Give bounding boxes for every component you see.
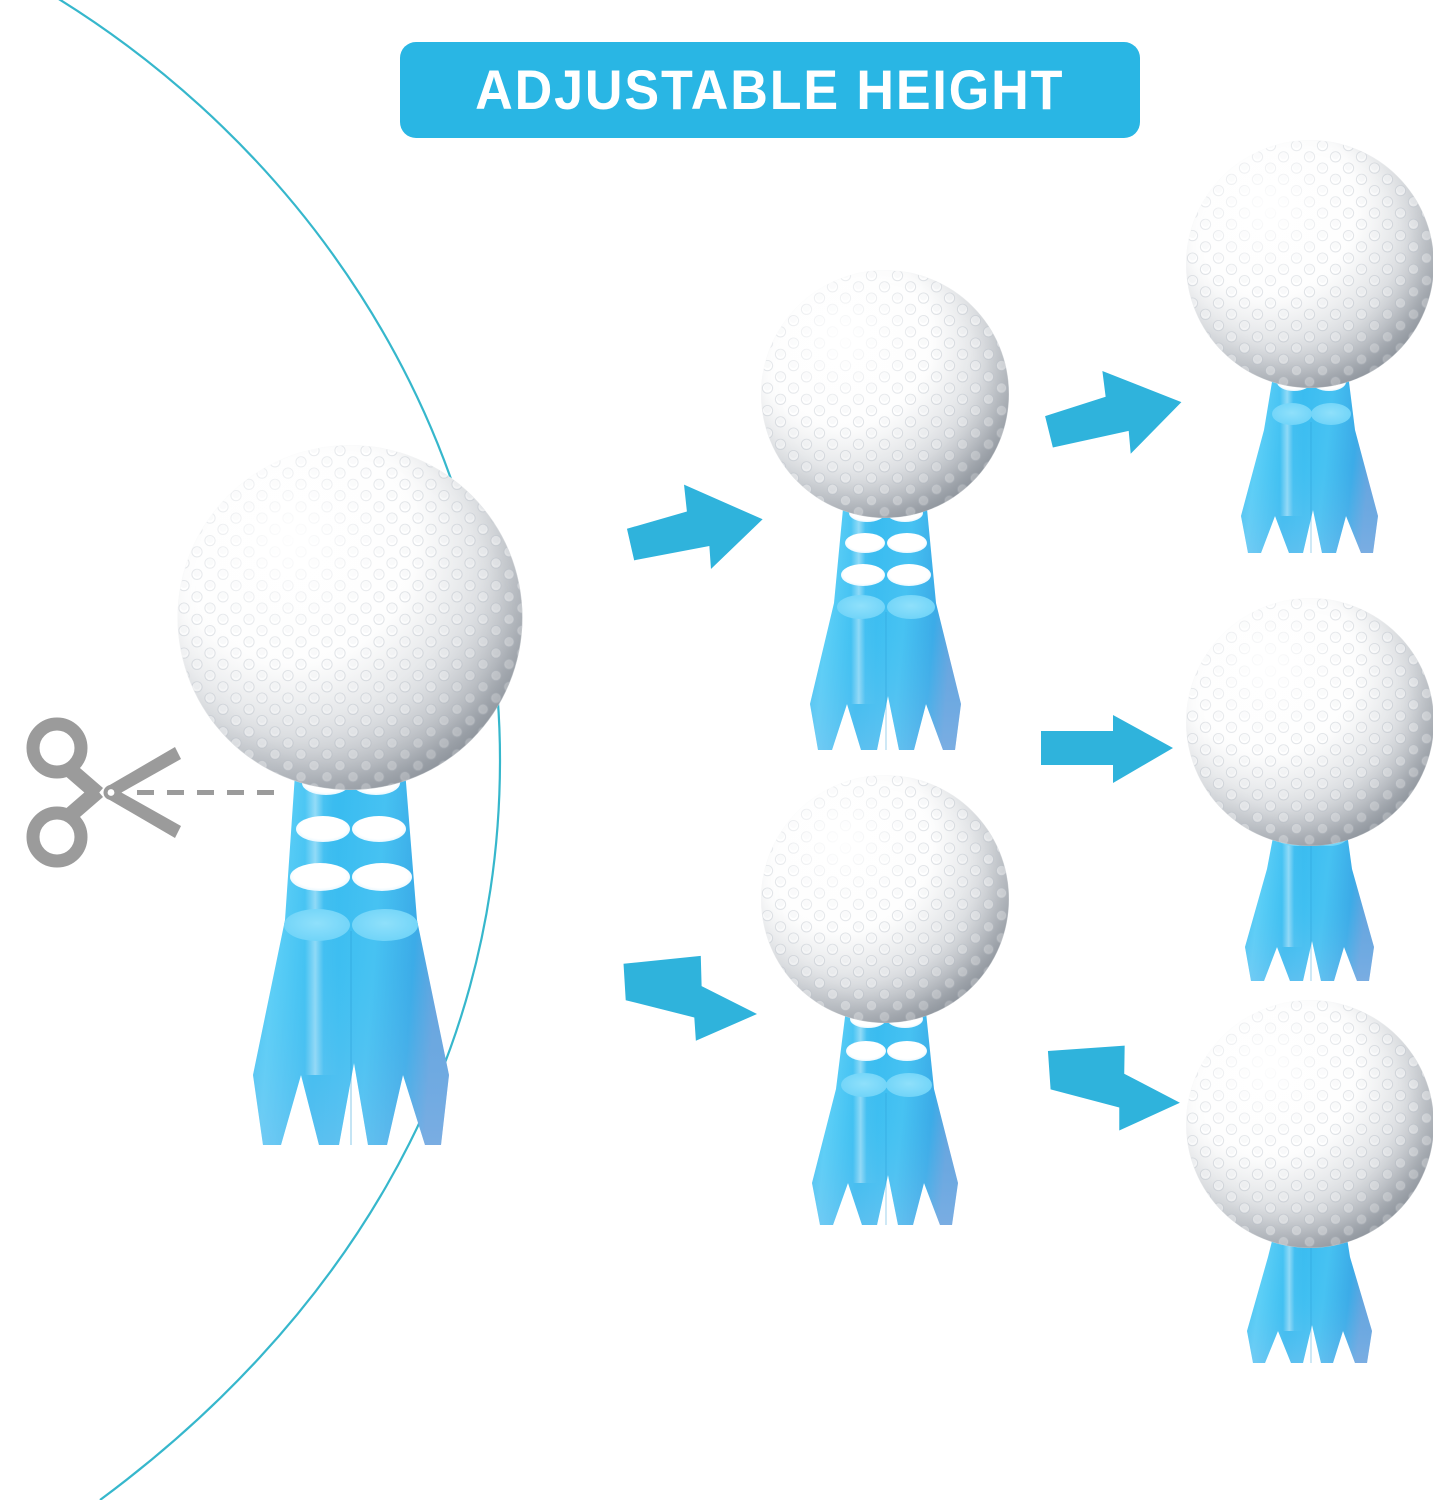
adjustable-height-banner: ADJUSTABLE HEIGHT [400,42,1140,138]
golf-ball [1186,1000,1433,1248]
arrow-hero-to-step2 [603,937,779,1066]
golf-tee [800,993,970,1225]
product-tee-step-2 [760,775,1010,1235]
arrow-step1-to-step3 [1031,351,1200,473]
ball-dimple-texture [1186,1000,1433,1248]
ball-dimple-texture [761,775,1009,1023]
product-hero-tee [175,445,525,1145]
arrow-step2-to-step4 [1035,705,1180,793]
ball-dimple-texture [761,270,1009,518]
arrow-hero-to-step1 [611,467,778,588]
product-tee-step-3 [1185,140,1433,560]
golf-ball [1186,598,1433,846]
product-tee-step-5 [1185,1000,1433,1400]
ball-dimple-texture [1186,140,1433,388]
ball-dimple-texture [1186,598,1433,846]
golf-tee [797,488,973,750]
scissors-cut-indicator [25,715,285,870]
product-tee-step-1 [760,270,1010,750]
golf-ball [1186,140,1433,388]
golf-ball [761,270,1009,518]
golf-ball [761,775,1009,1023]
product-tee-step-4 [1185,598,1433,998]
golf-tee [1234,811,1386,981]
banner-title: ADJUSTABLE HEIGHT [475,58,1065,121]
arrow-step2-to-step5 [1031,1028,1200,1147]
